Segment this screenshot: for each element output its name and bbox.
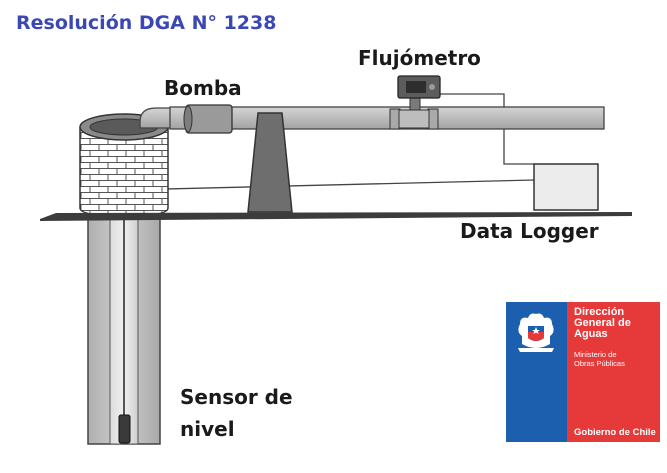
logo-ministry: Ministerio de Obras Públicas xyxy=(574,350,625,368)
logo-name-line3: Aguas xyxy=(574,328,608,340)
logo-agency-name: Dirección General de Aguas xyxy=(574,307,631,340)
logo-ministry-line1: Ministerio de xyxy=(574,350,617,359)
pump xyxy=(183,104,233,134)
level-sensor-label-line2: nivel xyxy=(180,417,235,441)
data-logger-box xyxy=(533,163,599,211)
flowmeter-label: Flujómetro xyxy=(358,46,481,70)
dga-logo: Dirección General de Aguas Ministerio de… xyxy=(506,302,660,442)
data-logger-label: Data Logger xyxy=(460,219,599,243)
brick-well-head xyxy=(79,113,169,217)
flow-meter xyxy=(389,75,441,130)
logo-red-panel xyxy=(567,302,660,442)
logo-government: Gobierno de Chile xyxy=(574,427,656,438)
logo-name-line1: Dirección xyxy=(574,306,625,318)
well-casing xyxy=(87,217,161,445)
level-sensor-label-line1: Sensor de xyxy=(180,385,293,409)
discharge-pipe xyxy=(169,106,605,130)
pipe-support xyxy=(247,112,293,213)
level-sensor xyxy=(118,414,131,444)
coat-of-arms-icon xyxy=(518,313,554,352)
level-sensor-label: Sensor de nivel xyxy=(180,381,293,445)
pump-label: Bomba xyxy=(164,76,242,100)
ground-line xyxy=(40,212,632,221)
page-title: Resolución DGA N° 1238 xyxy=(16,12,277,34)
pipe-elbow xyxy=(139,107,176,129)
logo-ministry-line2: Obras Públicas xyxy=(574,359,625,368)
logo-name-line2: General de xyxy=(574,317,631,329)
